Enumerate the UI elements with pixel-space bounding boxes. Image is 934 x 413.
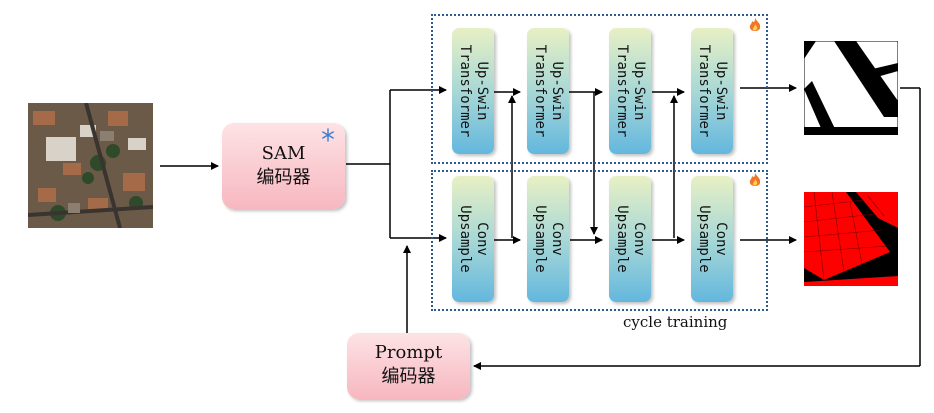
conv-upsample-block: Conv Upsample [527, 176, 569, 302]
conv-upsample-block: Conv Upsample [452, 176, 494, 302]
sam-encoder-title: SAM [261, 143, 306, 164]
conv-upsample-branch-box [431, 170, 768, 311]
binary-mask-output [804, 41, 898, 135]
conv-upsample-block: Conv Upsample [691, 176, 733, 302]
up-swin-transformer-block: Up-Swin Transformer [527, 28, 569, 154]
sam-encoder: SAM 编码器 [222, 123, 345, 209]
block-label: Conv Upsample [457, 205, 490, 273]
aerial-image [28, 103, 153, 228]
up-swin-transformer-block: Up-Swin Transformer [452, 28, 494, 154]
block-label: Conv Upsample [532, 205, 565, 273]
block-label: Up-Swin Transformer [614, 44, 647, 138]
prompt-encoder-subtitle: 编码器 [381, 366, 436, 387]
up-swin-branch-box [431, 14, 768, 164]
red-mask-output [804, 192, 898, 286]
conv-upsample-block: Conv Upsample [609, 176, 651, 302]
prompt-encoder-title: Prompt [374, 342, 443, 363]
snowflake-icon [322, 128, 334, 142]
flame-icon [749, 173, 761, 186]
sam-encoder-subtitle: 编码器 [256, 167, 311, 188]
block-label: Up-Swin Transformer [532, 44, 565, 138]
block-label: Conv Upsample [614, 205, 647, 273]
flame-icon [749, 18, 761, 31]
block-label: Conv Upsample [696, 205, 729, 273]
up-swin-transformer-block: Up-Swin Transformer [609, 28, 651, 154]
up-swin-transformer-block: Up-Swin Transformer [691, 28, 733, 154]
block-label: Up-Swin Transformer [457, 44, 490, 138]
prompt-encoder: Prompt 编码器 [347, 333, 470, 399]
block-label: Up-Swin Transformer [696, 44, 729, 138]
cycle-training-caption: cycle training [623, 313, 728, 331]
